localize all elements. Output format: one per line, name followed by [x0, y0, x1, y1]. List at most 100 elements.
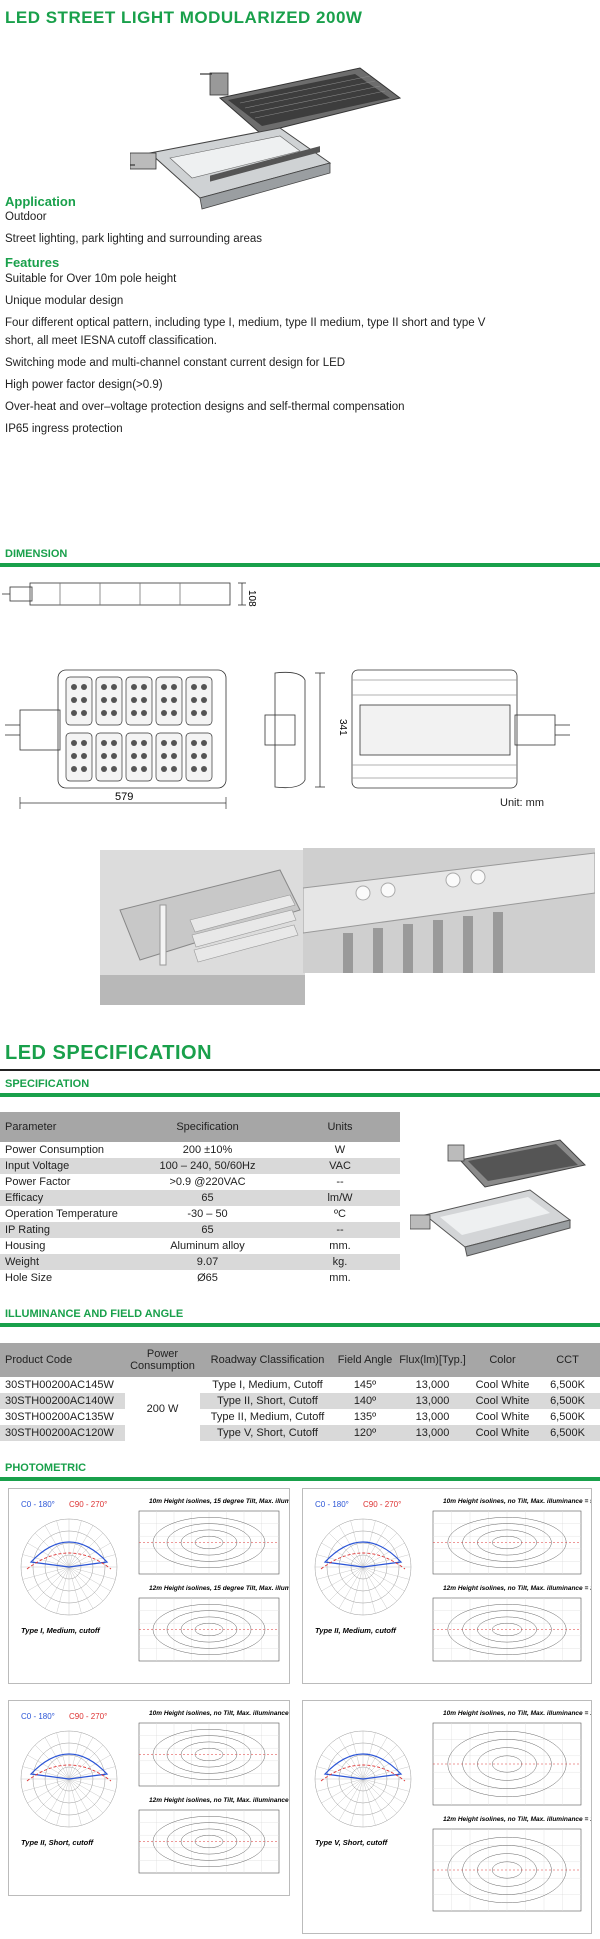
- table-cell: Cool White: [475, 1379, 530, 1391]
- dimension-341-label: 341: [337, 719, 348, 736]
- table-row: 30STH00200AC145W 200 W Type I, Medium, C…: [0, 1377, 600, 1441]
- table-cell: 13,000: [395, 1393, 470, 1409]
- table-cell: -30 – 50: [187, 1208, 228, 1220]
- table-cell: 30STH00200AC145W: [5, 1379, 114, 1391]
- table-cell: mm.: [329, 1240, 351, 1252]
- spec-product-image: [410, 1139, 586, 1257]
- specification-table: Parameter Specification Units Power Cons…: [0, 1112, 400, 1286]
- specification-heading: SPECIFICATION: [5, 1078, 90, 1090]
- illuminance-heading: ILLUMINANCE AND FIELD ANGLE: [5, 1308, 184, 1320]
- photometric-diagram: C0 - 180°C90 - 270°Type II, Short, cutof…: [20, 1710, 311, 1874]
- table-cell: Cool White: [475, 1411, 530, 1423]
- table-cell: Type II, Medium, Cutoff: [210, 1411, 325, 1423]
- column-header: Flux(lm)[Typ.]: [395, 1343, 470, 1377]
- column-header: Specification: [135, 1112, 280, 1142]
- column-header: CCT: [535, 1343, 600, 1377]
- application-line: Outdoor: [5, 211, 47, 223]
- table-header-row: Product Code Power Consumption Roadway C…: [0, 1343, 600, 1377]
- dimension-108-label: 108: [246, 590, 257, 607]
- table-row: 30STH00200AC120W Type V, Short, Cutoff 1…: [0, 1425, 600, 1441]
- column-header: Power Consumption: [125, 1343, 200, 1377]
- dimension-drawing: 108 579 341: [2, 582, 570, 809]
- table-header-row: Parameter Specification Units: [0, 1112, 400, 1142]
- isoline-title: 10m Height isolines, no Tilt, Max. illum…: [149, 1710, 289, 1717]
- isoline-title: 12m Height isolines, no Tilt, Max. illum…: [443, 1816, 591, 1823]
- led-spec-title: LED SPECIFICATION: [5, 1042, 213, 1064]
- isoline-title: 10m Height isolines, 15 degree Tilt, Max…: [149, 1498, 289, 1505]
- table-cell: 65: [135, 1190, 280, 1206]
- isoline-plot: [138, 1510, 280, 1575]
- isoline-plot: [138, 1722, 280, 1787]
- table-cell: Input Voltage: [0, 1158, 135, 1174]
- table-cell: Operation Temperature: [5, 1208, 118, 1220]
- feature-line: Four different optical pattern, includin…: [5, 317, 486, 329]
- table-cell: 9.07: [135, 1254, 280, 1270]
- isoline-plot: [432, 1510, 582, 1575]
- table-cell: 13,000: [395, 1425, 470, 1441]
- isoline-title: 12m Height isolines, 15 degree Tilt, Max…: [149, 1585, 289, 1592]
- table-cell: kg.: [280, 1254, 400, 1270]
- column-header: Color: [470, 1343, 535, 1377]
- photometric-panel: C0 - 180°C90 - 270°Type II, Short, cutof…: [8, 1700, 311, 1896]
- section-divider: [0, 1477, 600, 1481]
- table-cell: --: [336, 1176, 344, 1188]
- dimension-band: DIMENSION: [0, 548, 600, 567]
- polar-curve: [314, 1730, 412, 1828]
- page-title: LED STREET LIGHT MODULARIZED 200W: [5, 8, 363, 27]
- table-cell: 30STH00200AC135W: [5, 1411, 114, 1423]
- isoline-plot: [432, 1597, 582, 1662]
- table-cell: Cool White: [470, 1393, 535, 1409]
- polar-label-c0: C0 - 180°: [21, 1500, 55, 1509]
- feature-line: High power factor design(>0.9): [5, 379, 163, 391]
- table-cell: Type V, Short, Cutoff: [200, 1425, 335, 1441]
- isoline-title: 12m Height isolines, no Tilt, Max. illum…: [443, 1585, 591, 1592]
- photometric-heading: PHOTOMETRIC: [5, 1462, 87, 1474]
- feature-line: Suitable for Over 10m pole height: [5, 273, 177, 285]
- table-cell: 120º: [335, 1425, 395, 1441]
- table-row: 30STH00200AC140W Type II, Short, Cutoff …: [0, 1393, 600, 1409]
- table-cell: W: [334, 1144, 346, 1156]
- table-cell: 140º: [335, 1393, 395, 1409]
- section-divider: [0, 563, 600, 567]
- table-cell: Ø65: [197, 1272, 218, 1284]
- photometric-diagram: C0 - 180°C90 - 270°Type II, Medium, cuto…: [314, 1498, 600, 1662]
- table-cell: lm/W: [280, 1190, 400, 1206]
- polar-label-c90: C90 - 270°: [69, 1712, 107, 1721]
- table-cell: Type II, Short, Cutoff: [200, 1393, 335, 1409]
- product-hero-image: [130, 67, 402, 210]
- isoline-plot: [432, 1722, 582, 1806]
- table-cell: 100 – 240, 50/60Hz: [135, 1158, 280, 1174]
- specification-band: SPECIFICATION: [0, 1078, 600, 1097]
- application-line: Street lighting, park lighting and surro…: [5, 233, 262, 245]
- feature-line: IP65 ingress protection: [5, 423, 123, 435]
- isoline-plot: [138, 1597, 280, 1662]
- section-divider: [0, 1093, 600, 1097]
- table-cell: --: [280, 1222, 400, 1238]
- polar-curve: [20, 1518, 118, 1616]
- table-row: Power Factor>0.9 @220VAC--: [0, 1174, 400, 1190]
- section-divider: [0, 1069, 600, 1071]
- table-cell: 200 ±10%: [182, 1144, 233, 1156]
- table-cell: 65: [135, 1222, 280, 1238]
- table-cell: 13,000: [415, 1379, 450, 1391]
- table-cell: mm.: [329, 1272, 351, 1284]
- table-cell: 30STH00200AC140W: [0, 1393, 125, 1409]
- application-heading: Application: [5, 194, 76, 209]
- panel-caption: Type V, Short, cutoff: [315, 1838, 389, 1847]
- polar-curve: [314, 1518, 412, 1616]
- column-header: Roadway Classification: [200, 1343, 335, 1377]
- table-cell: Weight: [0, 1254, 135, 1270]
- photometric-panel: C0 - 180°C90 - 270°Type II, Medium, cuto…: [302, 1488, 600, 1684]
- section-divider: [0, 1323, 600, 1327]
- feature-line: Switching mode and multi-channel constan…: [5, 357, 346, 369]
- dimension-heading: DIMENSION: [5, 548, 68, 560]
- module-closeup-photo: [303, 848, 595, 973]
- photometric-band: PHOTOMETRIC: [0, 1462, 600, 1481]
